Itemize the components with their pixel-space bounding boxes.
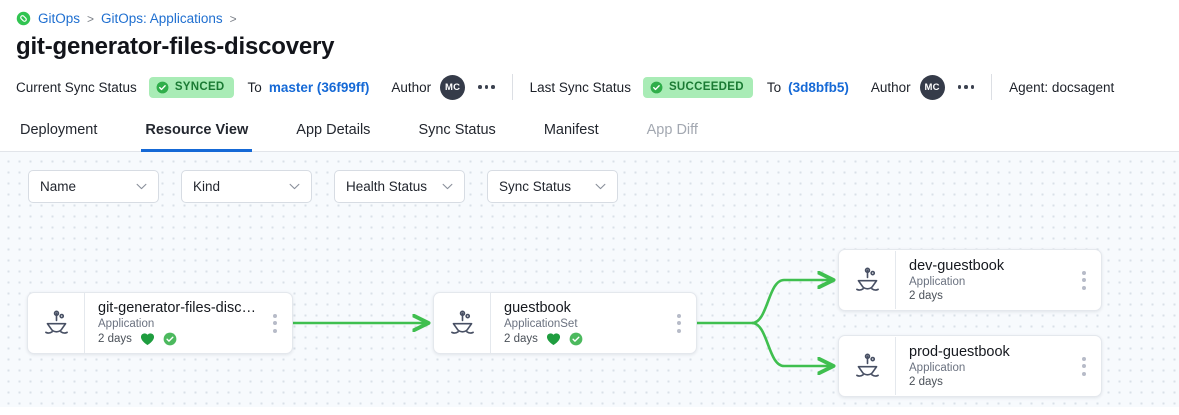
filter-name-label: Name xyxy=(40,179,77,194)
check-circle-icon xyxy=(650,81,663,93)
node-meta: 2 days xyxy=(909,376,1067,388)
agent-label: Agent: docsagent xyxy=(1009,79,1115,95)
graph-node-root[interactable]: git-generator-files-disco... Application… xyxy=(27,292,293,354)
health-heart-icon xyxy=(546,333,560,346)
node-body: prod-guestbook Application 2 days xyxy=(895,337,1067,395)
current-author-label: Author xyxy=(391,79,432,95)
current-to-label: To xyxy=(247,79,262,95)
filter-sync-status[interactable]: Sync Status xyxy=(487,170,618,203)
node-meta: 2 days xyxy=(98,332,258,346)
tab-app-diff: App Diff xyxy=(646,122,698,138)
node-kind: Application xyxy=(909,362,966,374)
breadcrumb: GitOps > GitOps: Applications > xyxy=(0,0,1179,26)
node-kind: Application xyxy=(98,318,155,330)
health-heart-icon xyxy=(140,333,154,346)
node-icon-wrapper xyxy=(28,310,84,337)
breadcrumb-separator: > xyxy=(229,11,237,26)
node-title: prod-guestbook xyxy=(909,344,1010,360)
node-icon-wrapper xyxy=(839,353,895,380)
node-icon-wrapper xyxy=(839,267,895,294)
current-revision-link[interactable]: master (36f99ff) xyxy=(268,79,370,95)
status-divider xyxy=(991,74,993,100)
node-meta: 2 days xyxy=(909,290,1067,302)
tab-bar: Deployment Resource View App Details Syn… xyxy=(0,112,1179,152)
last-sync-status-label: Last Sync Status xyxy=(529,79,631,95)
filter-name[interactable]: Name xyxy=(28,170,159,203)
chevron-down-icon xyxy=(289,183,300,190)
node-kind: Application xyxy=(909,276,966,288)
edge-appset-to-dev xyxy=(751,280,832,325)
sync-check-icon xyxy=(569,332,583,346)
filter-sync-status-label: Sync Status xyxy=(499,179,572,194)
node-meta: 2 days xyxy=(504,332,662,346)
last-to-label: To xyxy=(766,79,782,95)
edge-appset-to-prod xyxy=(751,321,832,366)
check-circle-icon xyxy=(156,81,169,93)
node-kind: ApplicationSet xyxy=(504,318,578,330)
filter-bar: Name Kind Health Status Sync Status xyxy=(28,170,618,203)
node-body: guestbook ApplicationSet 2 days xyxy=(490,293,662,353)
node-overflow-menu-icon[interactable] xyxy=(258,313,292,333)
page-title: git-generator-files-discovery xyxy=(16,33,335,60)
node-overflow-menu-icon[interactable] xyxy=(1067,356,1101,376)
argo-application-icon xyxy=(855,267,879,291)
status-divider xyxy=(511,74,513,100)
current-overflow-menu-icon[interactable] xyxy=(478,85,495,89)
node-age: 2 days xyxy=(98,333,132,345)
graph-node-dev-guestbook[interactable]: dev-guestbook Application 2 days xyxy=(838,249,1102,311)
breadcrumb-separator: > xyxy=(87,11,95,26)
tab-resource-view[interactable]: Resource View xyxy=(141,122,253,152)
last-revision-link[interactable]: (3d8bfb5) xyxy=(788,79,849,95)
last-sync-status-badge: SUCCEEDED xyxy=(642,76,753,98)
filter-health-status-label: Health Status xyxy=(346,179,428,194)
node-icon-wrapper xyxy=(434,310,490,337)
filter-kind[interactable]: Kind xyxy=(181,170,312,203)
graph-node-prod-guestbook[interactable]: prod-guestbook Application 2 days xyxy=(838,335,1102,397)
chevron-down-icon xyxy=(442,183,453,190)
breadcrumb-item-applications[interactable]: GitOps: Applications xyxy=(101,11,223,26)
resource-graph-canvas: Name Kind Health Status Sync Status xyxy=(0,152,1179,407)
node-title: dev-guestbook xyxy=(909,258,1005,274)
node-body: dev-guestbook Application 2 days xyxy=(895,251,1067,309)
current-sync-status-label: Current Sync Status xyxy=(16,79,137,95)
chevron-down-icon xyxy=(595,183,606,190)
node-age: 2 days xyxy=(909,290,943,302)
node-age: 2 days xyxy=(909,376,943,388)
filter-health-status[interactable]: Health Status xyxy=(334,170,465,203)
last-sync-status-badge-text: SUCCEEDED xyxy=(668,81,744,93)
last-author-label: Author xyxy=(870,79,911,95)
node-title: git-generator-files-disco... xyxy=(98,300,258,316)
status-bar: Current Sync Status SYNCED To master (36… xyxy=(0,61,1179,112)
sync-check-icon xyxy=(163,332,177,346)
tab-manifest[interactable]: Manifest xyxy=(543,122,599,138)
tab-sync-status[interactable]: Sync Status xyxy=(418,122,496,138)
graph-edges xyxy=(293,152,1179,407)
node-overflow-menu-icon[interactable] xyxy=(1067,270,1101,290)
current-sync-status-badge: SYNCED xyxy=(148,76,234,98)
filter-kind-label: Kind xyxy=(193,179,221,194)
node-age: 2 days xyxy=(504,333,538,345)
graph-node-appset[interactable]: guestbook ApplicationSet 2 days xyxy=(433,292,697,354)
current-author-avatar[interactable]: MC xyxy=(440,74,466,100)
chevron-down-icon xyxy=(136,183,147,190)
node-body: git-generator-files-disco... Application… xyxy=(84,293,258,353)
breadcrumb-item-gitops[interactable]: GitOps xyxy=(38,11,81,26)
tab-deployment[interactable]: Deployment xyxy=(20,122,98,138)
last-author-avatar[interactable]: MC xyxy=(919,74,945,100)
gitops-icon xyxy=(16,11,31,26)
last-overflow-menu-icon[interactable] xyxy=(957,85,975,89)
node-title: guestbook xyxy=(504,300,571,316)
argo-application-icon xyxy=(855,353,879,377)
node-overflow-menu-icon[interactable] xyxy=(662,313,696,333)
tab-app-details[interactable]: App Details xyxy=(296,122,371,138)
current-sync-status-badge-text: SYNCED xyxy=(174,81,225,93)
argo-application-icon xyxy=(44,310,68,334)
argo-applicationset-icon xyxy=(450,310,474,334)
